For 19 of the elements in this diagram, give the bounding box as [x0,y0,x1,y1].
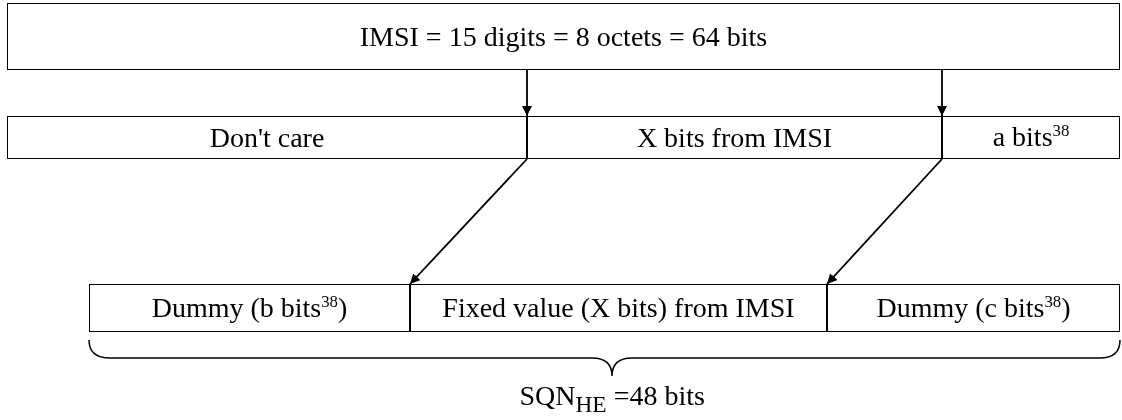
field-text: X bits from IMSI [636,121,833,154]
bit-field-cell [410,284,827,332]
bit-field-cell [7,116,527,159]
bracket-label: SQN$_{HE}$ =48 bits [519,380,705,418]
field-text: Fixed value (X bits) from IMSI [442,292,795,324]
arrow [937,69,947,117]
bit-field-cell [527,116,942,159]
field-text: Dummy (b bits$^{38}$) [151,291,348,325]
arrow [522,69,532,117]
field-text: Don't care [209,121,325,154]
field-text: a bits$^{38}$ [992,121,1070,154]
field-box [7,3,1120,70]
arrow [409,158,528,285]
arrow [826,158,943,285]
bit-field-cell [942,116,1120,159]
bit-field-cell [827,284,1120,332]
bit-field-cell [89,284,410,332]
field-text: Dummy (c bits$^{38}$) [876,291,1071,325]
field-text: IMSI = 15 digits = 8 octets = 64 bits [359,20,768,53]
